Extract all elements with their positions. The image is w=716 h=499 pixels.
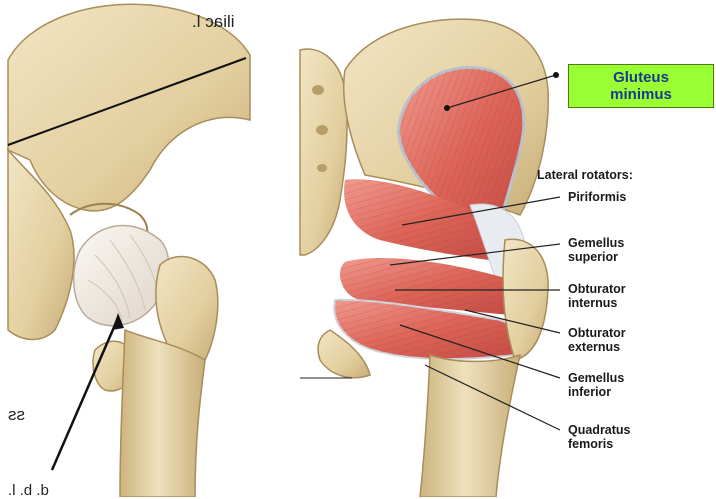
label-side-fragment: ss [8,405,25,425]
label-obturator-externus: Obturator externus [568,326,626,354]
label-piriformis: Piriformis [568,190,626,204]
femoral-shaft [120,330,205,497]
label-gemellus-superior: Gemellus superior [568,236,624,264]
lateral-rotators-heading: Lateral rotators: [537,168,633,182]
label-quadratus-femoris: Quadratus femoris [568,423,631,451]
right-panel [298,10,560,497]
pointer-dot-label [553,72,559,78]
pointer-dot-muscle [444,105,450,111]
gluteus-minimus-label-box: Gluteus minimus [568,64,714,108]
label-gemellus-inferior: Gemellus inferior [568,371,624,399]
label-iliac-fragment: iliac l. [192,12,235,32]
gluteus-minimus-line1: Gluteus [613,69,669,86]
label-bottom-fragment: d. b. l. [8,482,49,499]
left-panel [8,0,260,497]
label-obturator-internus: Obturator internus [568,282,626,310]
gluteus-minimus-line2: minimus [610,86,672,103]
